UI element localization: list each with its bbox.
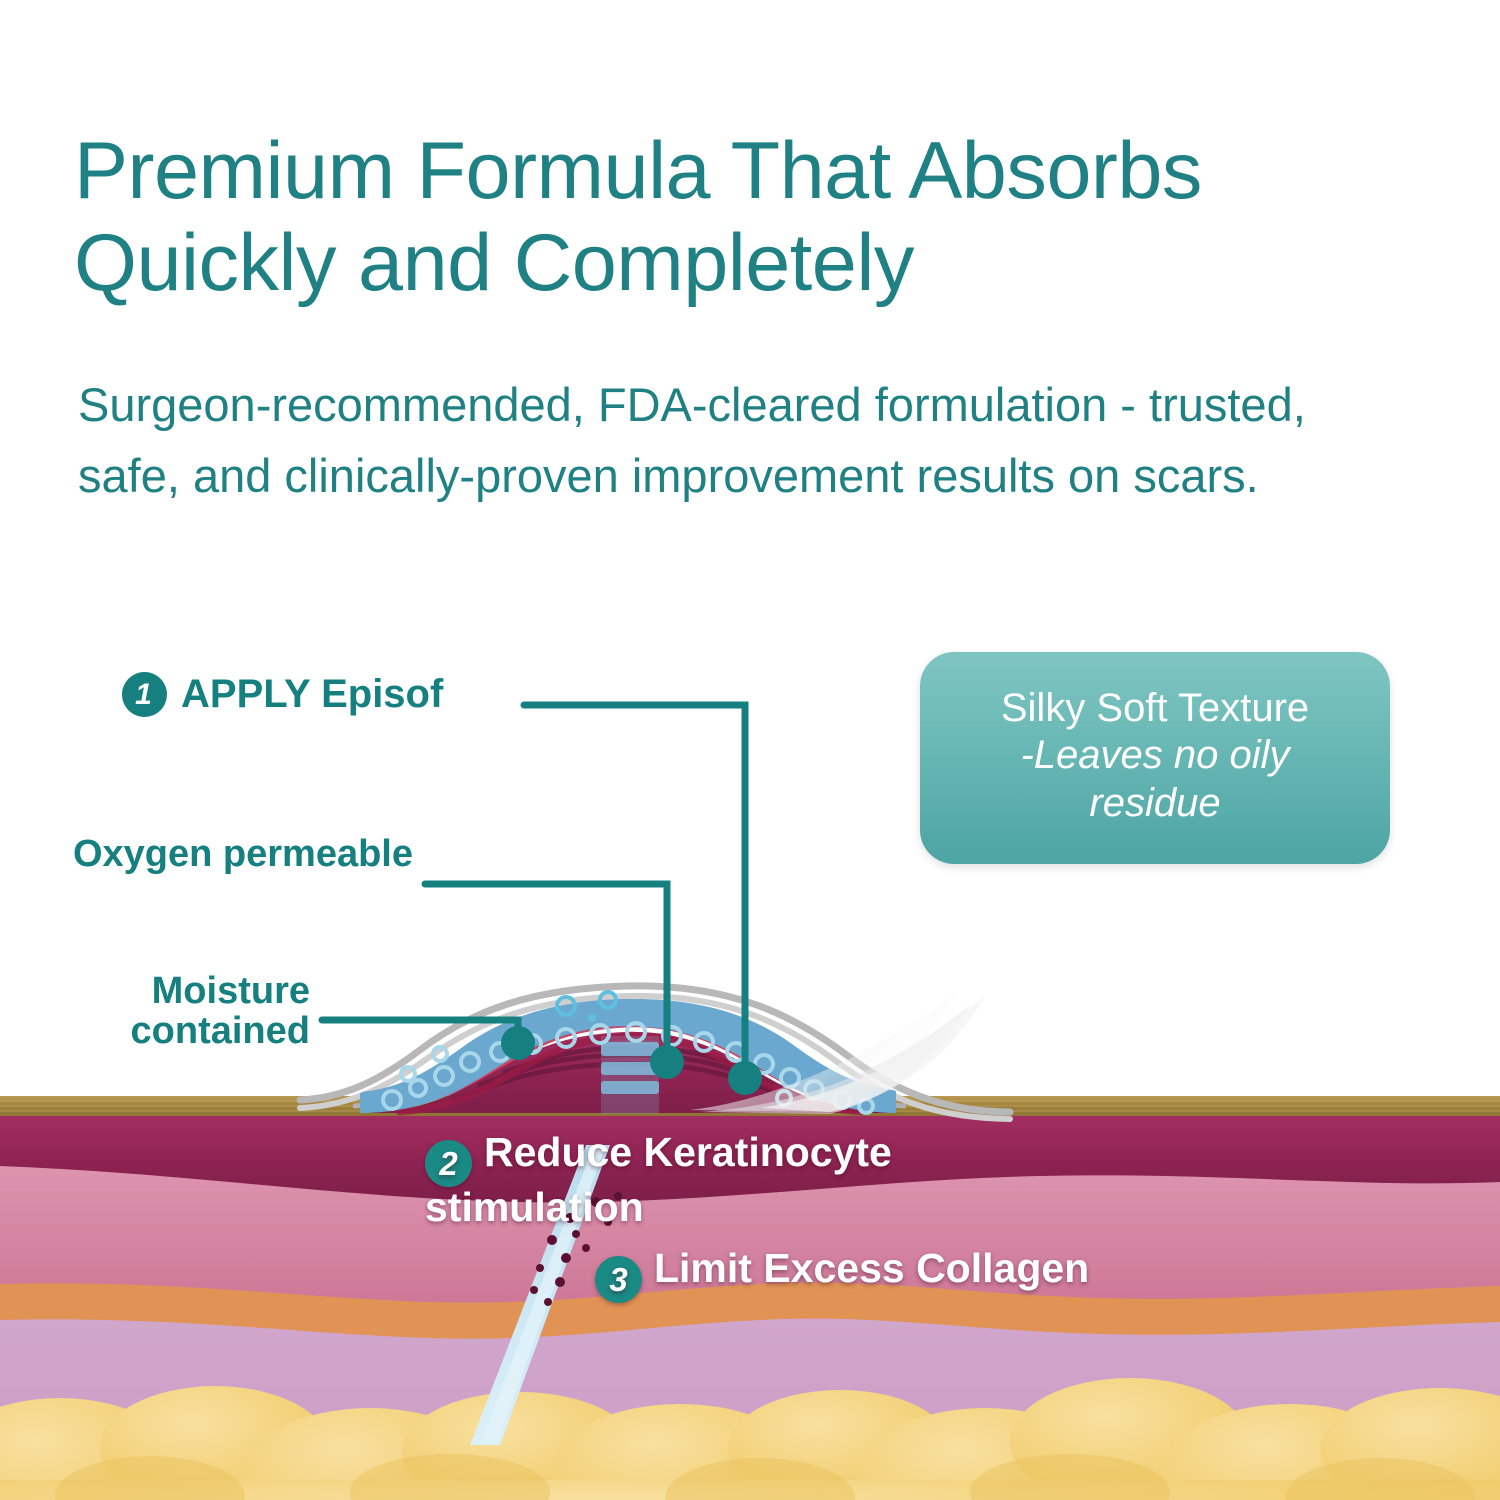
step-3-limit-excess-collagen: 3 Limit Excess Collagen: [595, 1245, 1090, 1303]
step-3-badge: 3: [595, 1256, 642, 1303]
page-title: Premium Formula That Absorbs Quickly and…: [74, 126, 1202, 308]
leader-dot-apply: [728, 1061, 762, 1095]
callout-moisture-contained: Moisture contained: [130, 970, 310, 1053]
silky-sub-line-1: -Leaves no oily: [1020, 733, 1290, 778]
step-2-label: Reduce Keratinocyte stimulation: [425, 1129, 892, 1230]
step-2-badge: 2: [425, 1140, 472, 1187]
silky-sub-line-2: residue: [1089, 780, 1221, 825]
step-1-badge: 1: [122, 672, 167, 717]
silky-soft-texture-card: Silky Soft Texture -Leaves no oily resid…: [920, 652, 1390, 864]
callout-apply-episof-label: APPLY Episof: [181, 672, 444, 717]
callout-oxygen-permeable: Oxygen permeable: [72, 833, 413, 875]
callout-apply-episof: 1 APPLY Episof: [122, 672, 443, 717]
page-subtitle: Surgeon-recommended, FDA-cleared formula…: [78, 378, 1306, 503]
leader-dot-moisture: [501, 1026, 535, 1060]
silky-title: Silky Soft Texture: [1000, 686, 1310, 731]
step-3-label: Limit Excess Collagen: [654, 1245, 1090, 1291]
leader-dot-oxygen: [650, 1045, 684, 1079]
